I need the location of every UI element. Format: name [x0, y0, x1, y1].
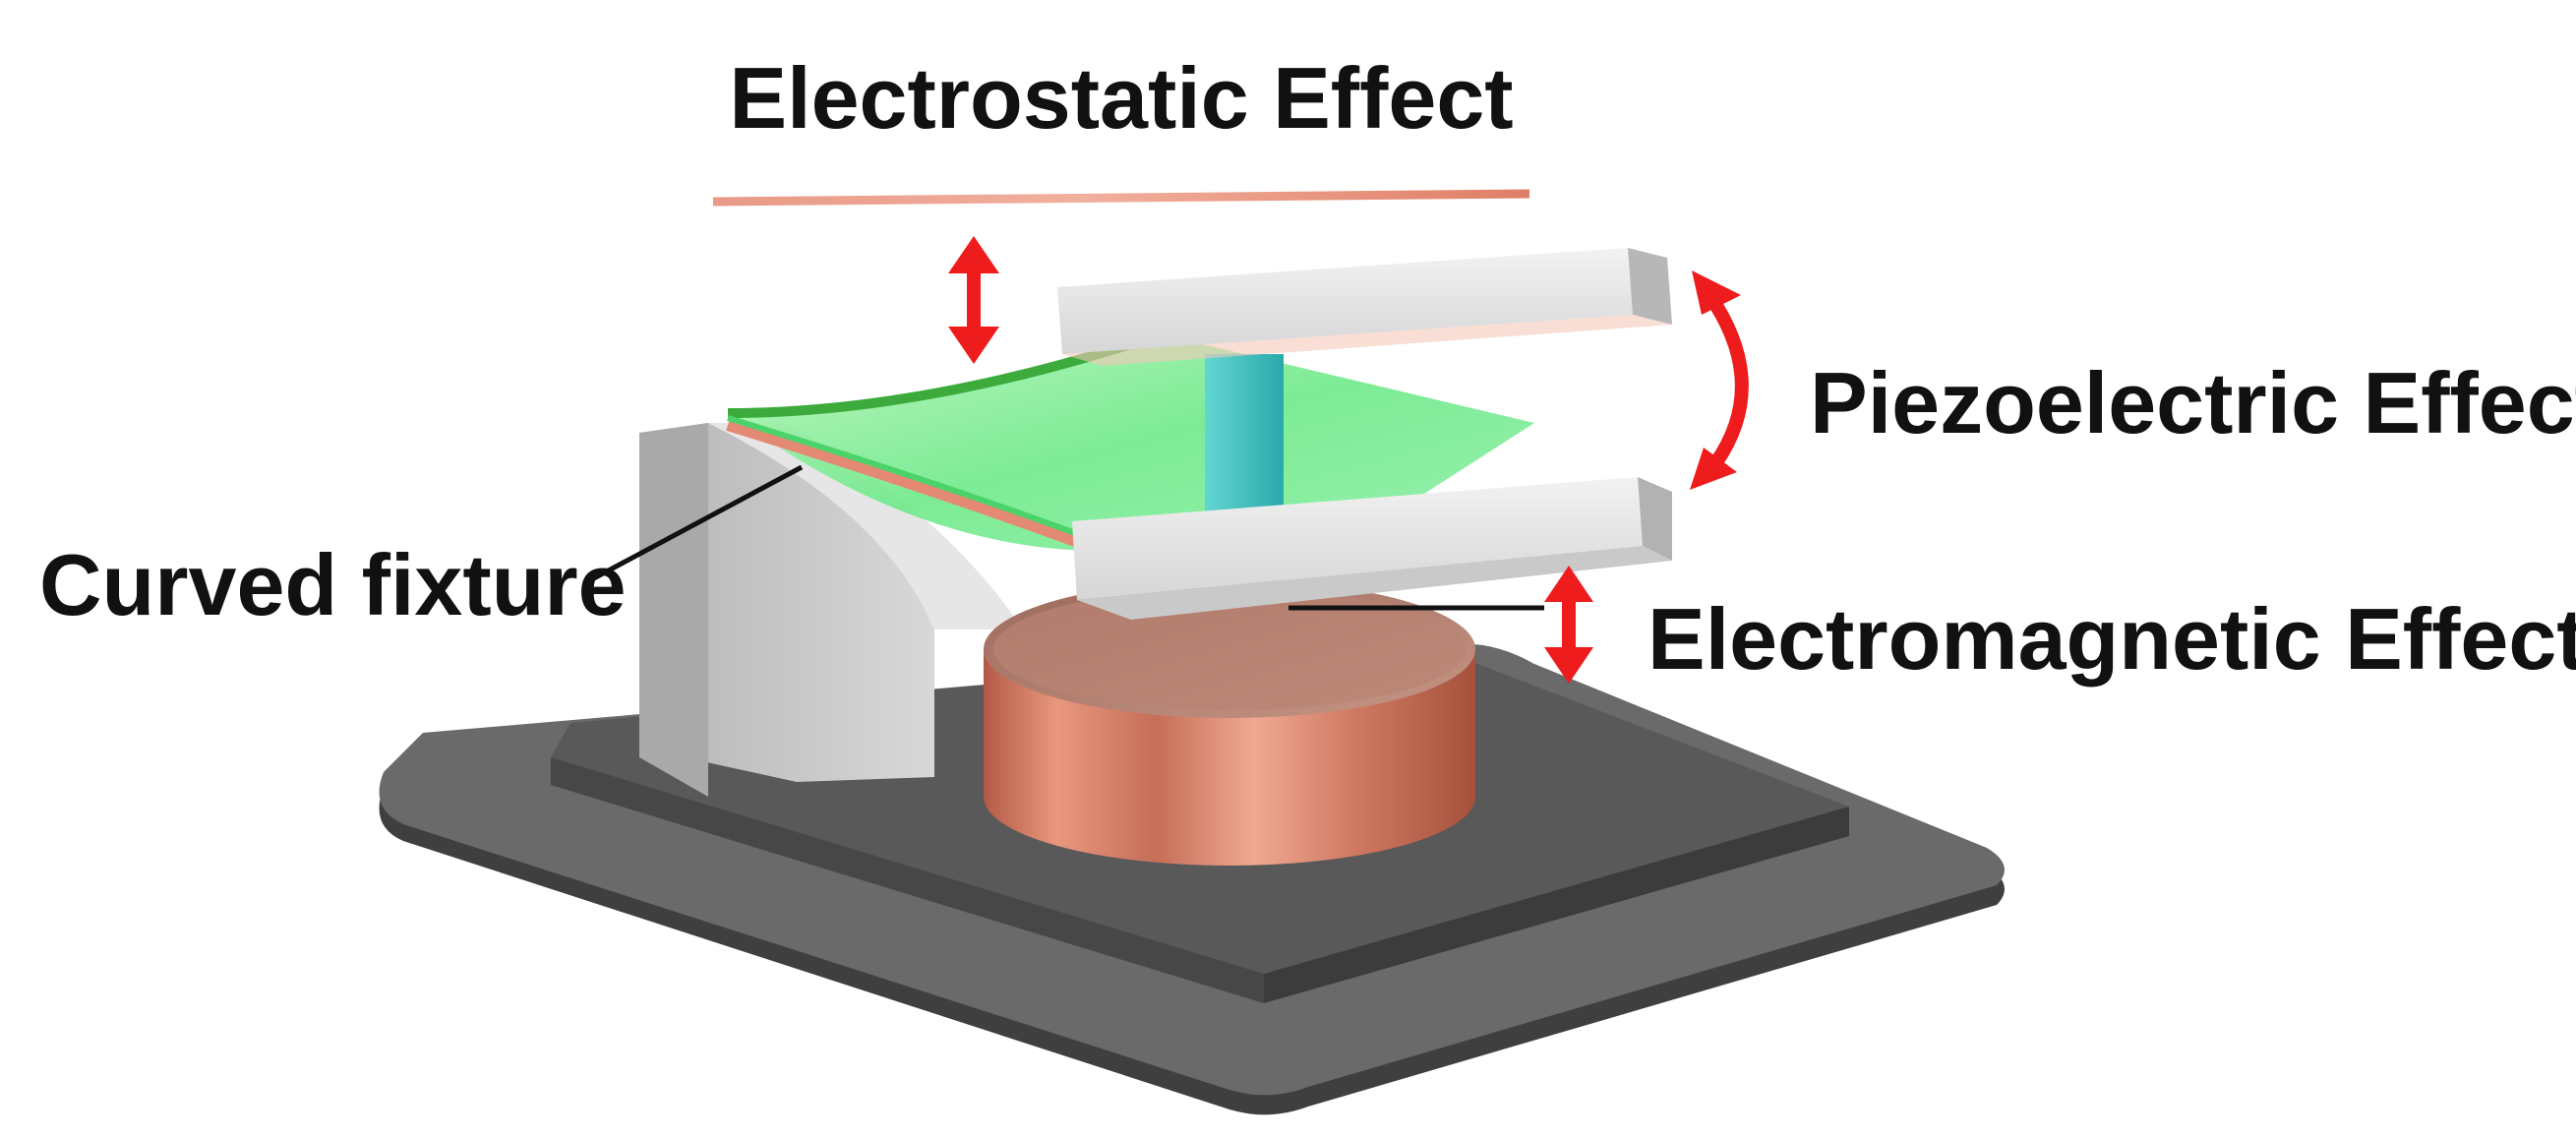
label-piezoelectric-effect: Piezoelectric Effect — [1810, 354, 2576, 451]
copper-coil — [984, 580, 1475, 866]
lower-bar — [1072, 477, 1672, 620]
top-electrode — [712, 189, 1530, 207]
electrostatic-arrow — [948, 236, 999, 364]
label-electromagnetic-effect: Electromagnetic Effect — [1647, 590, 2576, 688]
cantilever-film — [726, 329, 1534, 557]
piezoelectric-arrow — [1690, 270, 1749, 490]
label-electrostatic-effect: Electrostatic Effect — [729, 49, 1513, 147]
electromagnetic-arrow — [1544, 566, 1593, 684]
label-curved-fixture: Curved fixture — [39, 536, 627, 633]
curved-fixture-leader — [588, 464, 804, 583]
upper-bar — [1057, 248, 1672, 366]
